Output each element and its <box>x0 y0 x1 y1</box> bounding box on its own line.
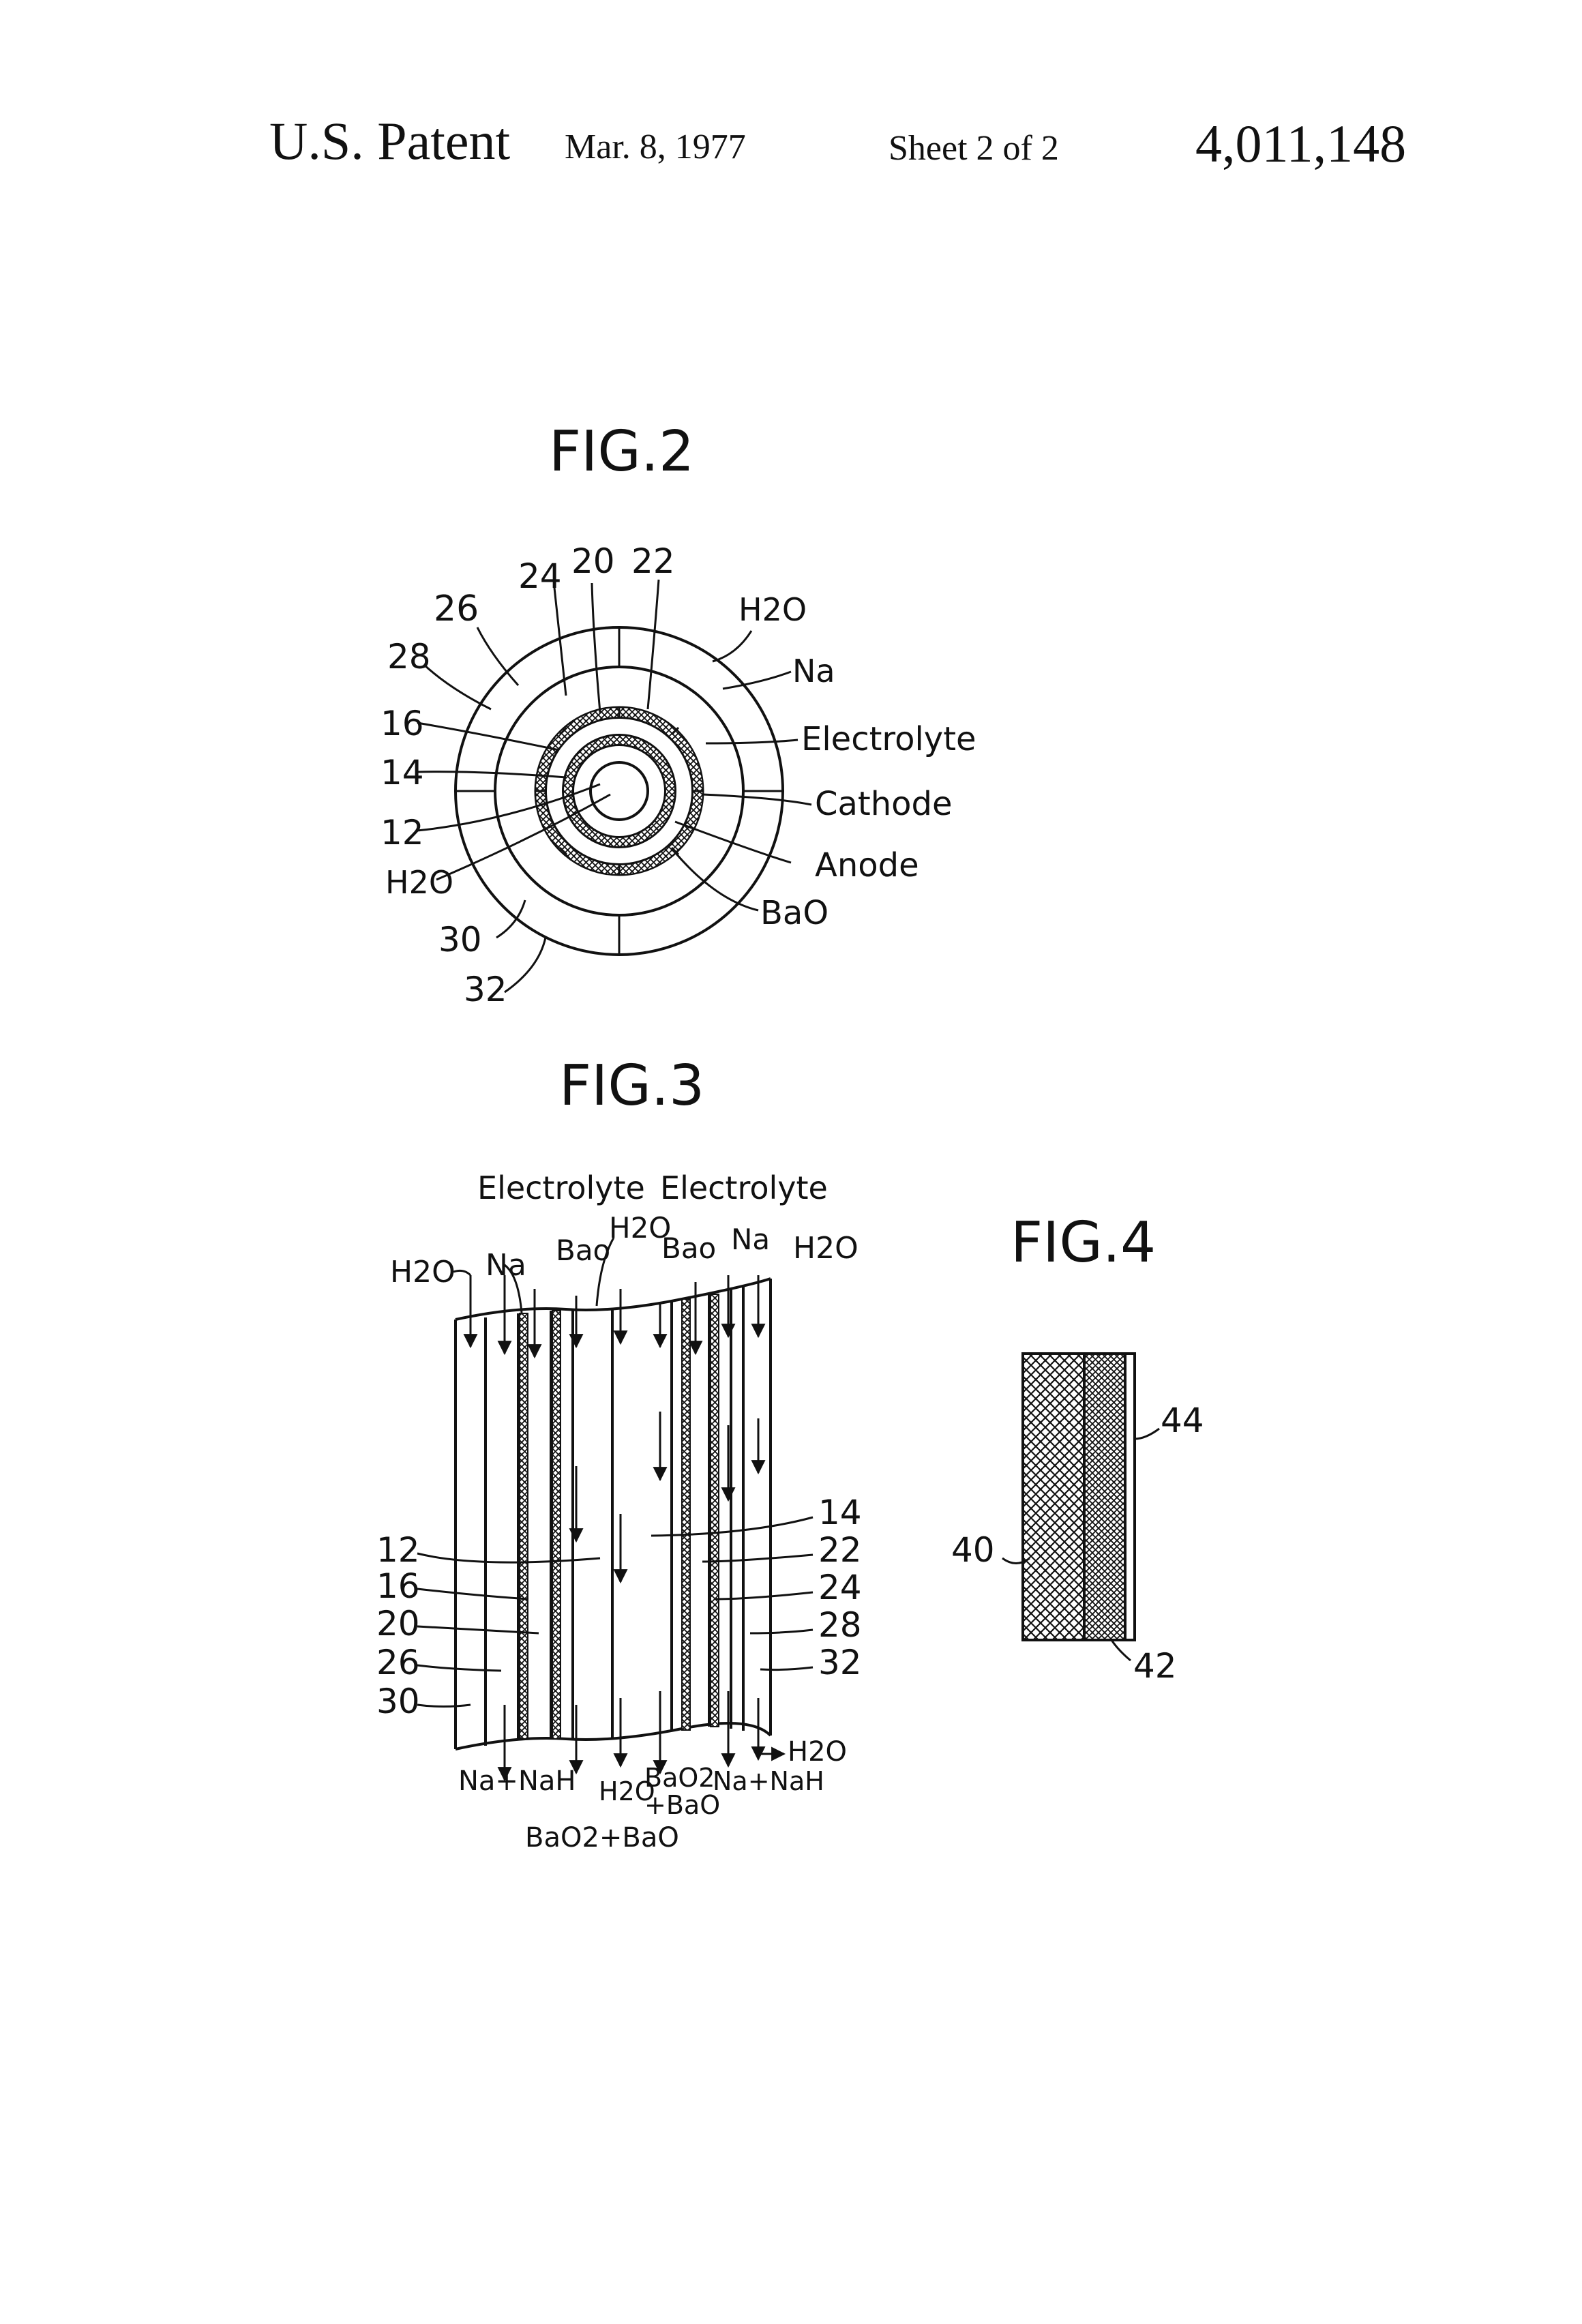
fig2-ref-labels: 26 24 20 22 28 16 14 12 H2O 30 32 H2O Na… <box>380 541 976 1009</box>
fig3-na-nah-right: Na+NaH <box>713 1766 824 1796</box>
fig3-ref-26: 26 <box>376 1643 420 1682</box>
fig3-bao2-right: BaO2 <box>644 1763 715 1793</box>
layer-40 <box>1023 1354 1084 1640</box>
fig3-ref-12: 12 <box>376 1530 420 1570</box>
fig3-bottom-labels: Na+NaH H2O BaO2 +BaO Na+NaH H2O BaO2+BaO <box>458 1736 847 1853</box>
fig2-label-cathode: Cathode <box>815 785 953 823</box>
fig4-ref-42: 42 <box>1133 1646 1177 1686</box>
fig3-ref-28: 28 <box>818 1605 862 1645</box>
electrolyte-layer-left <box>520 1313 528 1739</box>
fig3-bao-right-bottom: +BaO <box>644 1790 720 1820</box>
fig2-h2o-left: H2O <box>385 864 453 901</box>
ref-28: 28 <box>387 637 431 676</box>
ref-20: 20 <box>571 541 615 581</box>
fig2-label-anode: Anode <box>815 846 919 884</box>
fig3: FIG.3 <box>376 1054 862 1853</box>
fig2-label-bao: BaO <box>760 894 829 932</box>
layer-42 <box>1084 1354 1125 1640</box>
fig3-h2o-right: H2O <box>793 1231 859 1266</box>
ref-32: 32 <box>464 970 507 1009</box>
fig2-label-electrolyte: Electrolyte <box>801 720 976 758</box>
fig3-bao-left: Bao <box>556 1234 610 1267</box>
fig3-electrolyte-right: Electrolyte <box>660 1170 828 1206</box>
electrolyte-ring-outer <box>535 707 703 875</box>
fig3-title: FIG.3 <box>559 1054 704 1118</box>
fig2-h2o-top: H2O <box>738 591 807 628</box>
fig2-title: FIG.2 <box>549 419 694 484</box>
ref-30: 30 <box>438 920 482 959</box>
fig3-ref-30: 30 <box>376 1682 420 1721</box>
ref-16: 16 <box>380 704 424 743</box>
cathode-layer-left <box>552 1311 561 1739</box>
ring-32 <box>456 627 783 955</box>
fig3-ref-labels: 12 16 20 26 30 14 22 24 28 32 <box>376 1493 862 1721</box>
ref-26: 26 <box>434 589 479 629</box>
fig3-na-left: Na <box>486 1248 526 1283</box>
fig3-ref-22: 22 <box>818 1530 862 1570</box>
fig4-title: FIG.4 <box>1011 1210 1156 1275</box>
fig4-ref-40: 40 <box>951 1530 995 1570</box>
fig3-electrolyte-left: Electrolyte <box>477 1170 645 1206</box>
fig2-label-na: Na <box>792 653 835 689</box>
fig3-bao2-bao-left: BaO2+BaO <box>525 1822 679 1853</box>
fig3-na-nah-left: Na+NaH <box>458 1766 576 1797</box>
fig2-rings <box>456 627 783 955</box>
fig3-bao-right: Bao <box>661 1232 716 1265</box>
fig2-spacers <box>456 627 783 955</box>
cathode-layer-right <box>682 1299 690 1730</box>
fig2: FIG.2 <box>380 419 976 1009</box>
fig3-ref-14: 14 <box>818 1493 862 1532</box>
layer-44 <box>1125 1354 1135 1640</box>
fig3-h2o-left: H2O <box>390 1255 456 1290</box>
fig3-ref-16: 16 <box>376 1566 420 1606</box>
ring-12 <box>591 762 648 820</box>
fig3-na-right: Na <box>731 1223 770 1256</box>
ref-22: 22 <box>631 541 675 581</box>
fig4: FIG.4 44 40 42 <box>951 1210 1204 1686</box>
ref-12: 12 <box>380 813 424 852</box>
ring-30 <box>495 667 743 915</box>
ref-14: 14 <box>380 753 424 792</box>
fig3-channels <box>456 1279 771 1749</box>
fig3-ref-24: 24 <box>818 1568 862 1607</box>
electrolyte-layer-right <box>711 1294 719 1727</box>
fig3-ref-32: 32 <box>818 1643 862 1682</box>
fig4-ref-44: 44 <box>1161 1401 1204 1440</box>
fig3-ref-20: 20 <box>376 1604 420 1643</box>
ref-24: 24 <box>518 556 562 596</box>
fig3-h2o-out: H2O <box>788 1736 847 1768</box>
